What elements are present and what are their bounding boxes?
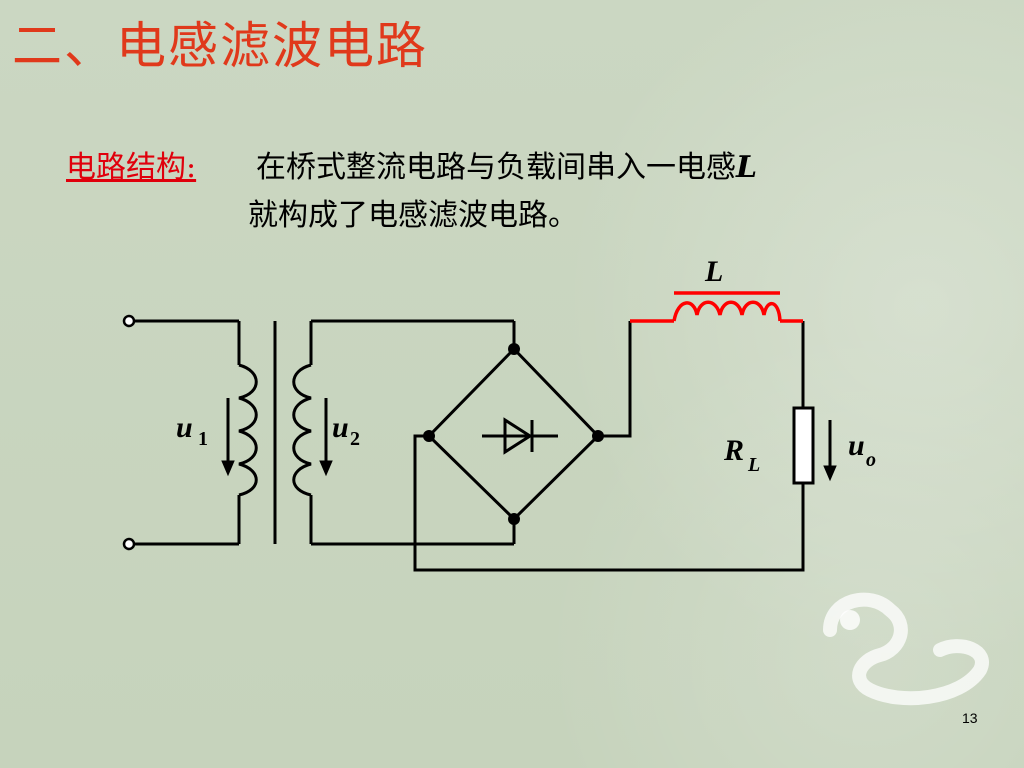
load-subscript: L [747, 454, 760, 476]
u1-label: u [176, 411, 193, 444]
output-subscript: o [866, 449, 876, 471]
diode-symbol [482, 417, 558, 455]
description-text: 在桥式整流电路与负载间串入一电感 [256, 150, 736, 185]
description-line-1: 在桥式整流电路与负载间串入一电感L [256, 142, 757, 186]
u2-label: u [332, 411, 349, 444]
transformer-secondary-coil [292, 363, 312, 497]
bridge-node-bottom [508, 513, 520, 525]
wire-bridge-positive [598, 321, 632, 438]
bridge-node-right [592, 430, 604, 442]
output-label: u [848, 429, 865, 462]
transformer-primary-coil [238, 363, 258, 497]
description-variable: L [736, 150, 758, 185]
structure-label: 电路结构: [66, 150, 197, 185]
u1-subscript: 1 [198, 428, 208, 450]
input-terminal-top [122, 314, 136, 328]
page-number: 13 [962, 710, 978, 726]
description-line-2: 就构成了电感滤波电路。 [248, 198, 578, 233]
u2-subscript: 2 [350, 428, 360, 450]
bridge-node-left [423, 430, 435, 442]
slide-title: 二、电感滤波电路 [12, 17, 428, 75]
load-label: R [723, 434, 744, 467]
inductor-label: L [704, 255, 723, 288]
inductor-L [630, 291, 803, 323]
wire-return [413, 434, 805, 572]
input-terminal-bottom [122, 537, 136, 551]
decorative-ornament [823, 592, 989, 706]
load-resistor [792, 406, 815, 485]
bridge-node-top [508, 343, 520, 355]
bridge-rectifier [426, 346, 601, 522]
